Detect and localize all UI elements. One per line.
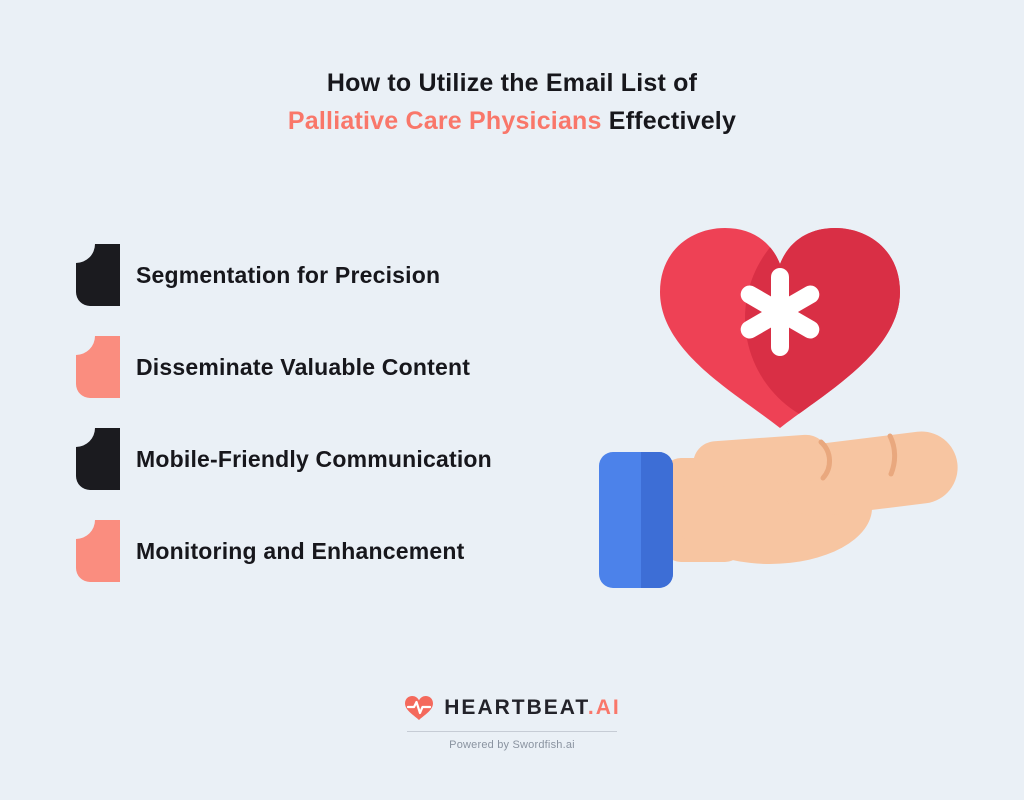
list-item: Mobile-Friendly Communication <box>76 428 492 490</box>
brand-name: HEARTBEAT.AI <box>444 696 620 720</box>
footer-brand: HEARTBEAT.AI Powered by Swordfish.ai <box>0 694 1024 751</box>
footer-divider <box>407 731 617 732</box>
sleeve-shape <box>599 452 673 588</box>
list-item: Monitoring and Enhancement <box>76 520 492 582</box>
medical-asterisk-icon <box>740 268 820 356</box>
hand-holding-medical-heart-illustration <box>599 228 958 588</box>
heart-icon <box>660 228 900 428</box>
brand-main: HEARTBEAT <box>444 696 588 719</box>
list-item: Disseminate Valuable Content <box>76 336 492 398</box>
list-item-label: Segmentation for Precision <box>136 261 441 288</box>
page-title: How to Utilize the Email List of Palliat… <box>0 64 1024 140</box>
quote-icon <box>76 428 120 490</box>
brand-suffix: .AI <box>587 696 621 719</box>
list-item-label: Mobile-Friendly Communication <box>136 445 492 472</box>
title-line-2: Palliative Care Physicians Effectively <box>0 102 1024 140</box>
list-item: Segmentation for Precision <box>76 244 492 306</box>
title-highlight: Palliative Care Physicians <box>287 107 602 135</box>
title-rest: Effectively <box>601 107 737 135</box>
list-item-label: Monitoring and Enhancement <box>136 537 465 564</box>
key-points-list: Segmentation for Precision Disseminate V… <box>76 244 492 582</box>
title-line-1: How to Utilize the Email List of <box>326 69 698 97</box>
heartbeat-logo-icon <box>405 696 434 720</box>
list-item-label: Disseminate Valuable Content <box>136 353 471 380</box>
footer-tagline: Powered by Swordfish.ai <box>449 739 575 751</box>
quote-icon <box>76 244 120 306</box>
hand-creases <box>818 433 898 481</box>
hand-shape <box>663 431 958 564</box>
brand-row: HEARTBEAT.AI <box>403 694 620 722</box>
quote-icon <box>76 336 120 398</box>
quote-icon <box>76 520 120 582</box>
